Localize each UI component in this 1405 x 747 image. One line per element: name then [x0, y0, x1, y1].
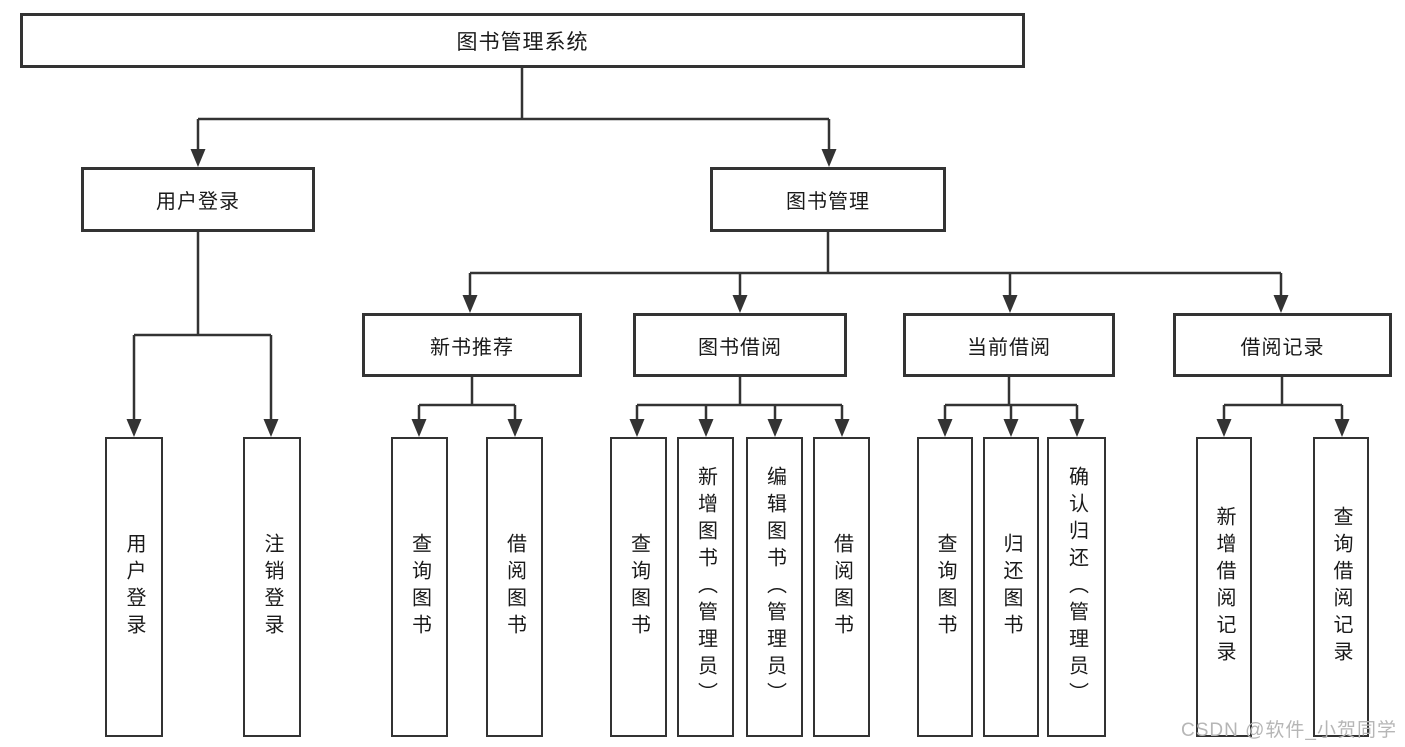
arrowhead: [1069, 419, 1085, 437]
leaf-label: 用户登录: [123, 533, 145, 641]
leaf-label: 查询图书: [934, 533, 956, 641]
leaf-add-books-admin: 新增图书（管理员）: [677, 437, 734, 737]
watermark: CSDN @软件_小贺同学: [1181, 720, 1397, 741]
arrowhead: [698, 419, 714, 437]
arrowhead: [1003, 419, 1019, 437]
arrowhead: [937, 419, 953, 437]
leaf-label: 查询图书: [627, 533, 650, 641]
node-label: 借阅记录: [1240, 336, 1325, 359]
arrowhead: [1334, 419, 1350, 437]
leaf-user-login: 用户登录: [105, 437, 163, 737]
leaf-label: 编辑图书（管理员）: [763, 465, 786, 709]
node-label: 图书管理系统: [456, 30, 589, 54]
connector-book-management-to-level3: [468, 232, 1283, 297]
arrowhead: [190, 149, 206, 167]
leaf-borrow-books-borrowing: 借阅图书: [813, 437, 870, 737]
node-user-login: 用户登录: [81, 167, 315, 232]
arrowhead: [462, 295, 478, 313]
leaf-edit-books-admin: 编辑图书（管理员）: [746, 437, 803, 737]
node-label: 新书推荐: [430, 336, 514, 359]
leaf-label: 注销登录: [261, 533, 283, 641]
leaf-confirm-return-admin: 确认归还（管理员）: [1047, 437, 1106, 737]
node-new-book-recommendation: 新书推荐: [362, 313, 582, 377]
node-borrowing-records: 借阅记录: [1173, 313, 1392, 377]
arrowhead: [126, 419, 142, 437]
node-book-management: 图书管理: [710, 167, 946, 232]
leaf-query-books-current: 查询图书: [917, 437, 973, 737]
leaf-borrow-books-recommend: 借阅图书: [486, 437, 543, 737]
connector-recommendation-to-leaves: [417, 377, 517, 421]
arrowhead: [821, 149, 837, 167]
arrowhead: [263, 419, 279, 437]
arrowhead: [629, 419, 645, 437]
leaf-query-books-borrowing: 查询图书: [610, 437, 667, 737]
connector-user-login-to-leaves: [132, 232, 273, 421]
arrowhead: [1216, 419, 1232, 437]
leaf-logout: 注销登录: [243, 437, 301, 737]
node-current-borrowing: 当前借阅: [903, 313, 1115, 377]
node-library-management-system: 图书管理系统: [20, 13, 1025, 68]
node-label: 用户登录: [156, 191, 240, 213]
arrowhead: [411, 419, 427, 437]
connector-current-to-leaves: [943, 377, 1079, 421]
node-label: 图书管理: [786, 191, 870, 213]
leaf-query-books-recommend: 查询图书: [391, 437, 448, 737]
leaf-label: 借阅图书: [503, 533, 526, 641]
node-book-borrowing: 图书借阅: [633, 313, 847, 377]
connector-borrowing-to-leaves: [635, 377, 844, 421]
arrowhead: [767, 419, 783, 437]
leaf-return-books: 归还图书: [983, 437, 1039, 737]
leaf-label: 借阅图书: [830, 533, 853, 641]
node-label: 当前借阅: [967, 336, 1051, 359]
leaf-label: 查询图书: [408, 533, 431, 641]
leaf-query-borrow-record: 查询借阅记录: [1313, 437, 1369, 737]
leaf-label: 新增借阅记录: [1213, 506, 1235, 668]
leaf-label: 新增图书（管理员）: [694, 465, 717, 709]
arrowhead: [1273, 295, 1289, 313]
arrowhead: [507, 419, 523, 437]
leaf-label: 查询借阅记录: [1330, 506, 1352, 668]
arrowhead: [732, 295, 748, 313]
node-label: 图书借阅: [698, 336, 782, 359]
leaf-label: 归还图书: [1000, 533, 1022, 641]
arrowhead: [834, 419, 850, 437]
leaf-label: 确认归还（管理员）: [1065, 465, 1088, 709]
leaf-add-borrow-record: 新增借阅记录: [1196, 437, 1252, 737]
connector-root-to-level2: [196, 68, 831, 151]
connector-records-to-leaves: [1222, 377, 1344, 421]
arrowhead: [1002, 295, 1018, 313]
